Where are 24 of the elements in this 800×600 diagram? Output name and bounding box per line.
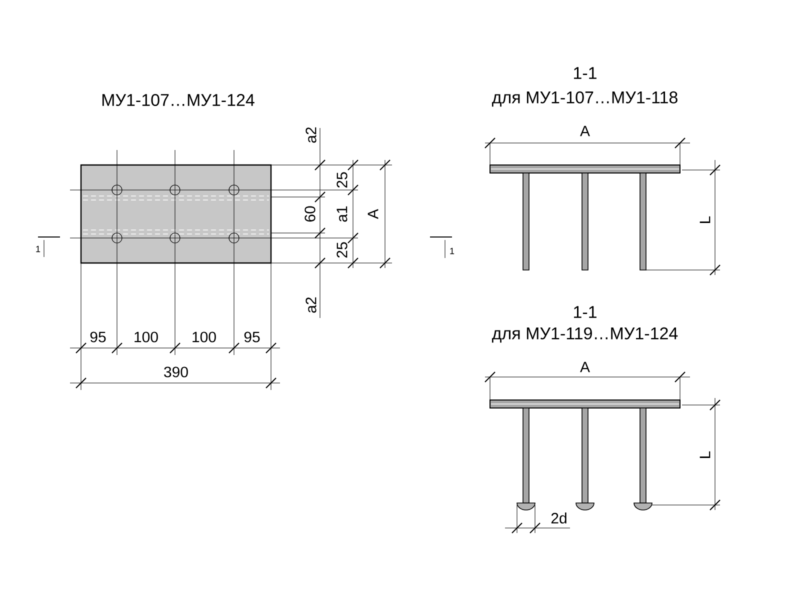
section-title: 1-1	[574, 67, 596, 79]
dimension-label: L	[700, 216, 710, 223]
dimension-label: 100	[192, 332, 216, 342]
dimension-label: 95	[244, 332, 260, 342]
dimension-label: a2	[306, 127, 316, 143]
dimension-label: a2	[306, 297, 316, 313]
dimension-label: L	[700, 451, 710, 458]
view-title: МУ1-107…МУ1-124	[102, 94, 254, 106]
dimension-label: A	[580, 126, 590, 136]
section-number: 1	[36, 246, 40, 252]
dimension-label: A	[368, 209, 378, 219]
section-title: для МУ1-119…МУ1-124	[492, 327, 678, 343]
dimension-label: 2d	[551, 512, 566, 524]
dimension-label: A	[580, 362, 590, 372]
dimension-label: 100	[134, 332, 158, 342]
dimension-label: 95	[90, 332, 106, 342]
section-number: 1	[450, 248, 454, 254]
section-title: для МУ1-107…МУ1-118	[492, 91, 678, 107]
dimension-label: a1	[336, 206, 348, 222]
dimension-label: 390	[164, 366, 188, 378]
section-title: 1-1	[574, 306, 596, 318]
dimension-label: 60	[304, 206, 316, 222]
dimension-label: 25	[336, 242, 348, 258]
dimension-label: 25	[336, 172, 348, 188]
